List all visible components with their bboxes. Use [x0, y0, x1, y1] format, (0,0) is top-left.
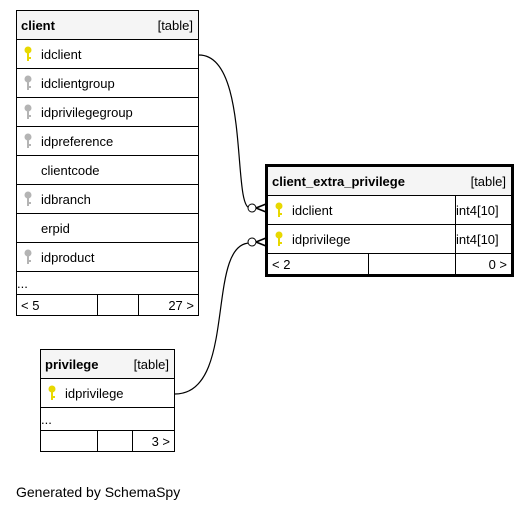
relationship-client-to-extra: [198, 54, 251, 209]
table-row[interactable]: idprivilege: [40, 378, 175, 408]
table-footer: < 5 27 >: [16, 294, 199, 316]
column-name: idprivilegegroup: [41, 104, 133, 120]
table-name: privilege: [40, 349, 133, 379]
foreign-key-icon: [17, 75, 39, 91]
zero-marker-icon: [247, 237, 257, 247]
column-name: idbranch: [41, 191, 91, 207]
column-name: idproduct: [41, 249, 95, 265]
parent-count[interactable]: < 5: [16, 294, 98, 316]
primary-key-icon: [268, 202, 290, 218]
primary-key-icon: [268, 231, 290, 247]
table-row[interactable]: idprivilege int4[10]: [266, 224, 513, 254]
child-count[interactable]: 3 >: [132, 430, 175, 452]
more-columns-ellipsis[interactable]: ...: [40, 407, 175, 431]
table-privilege[interactable]: privilege [table] idprivilege ... 3 >: [40, 349, 175, 452]
column-name: erpid: [41, 220, 70, 236]
table-type-label: [table]: [138, 10, 199, 40]
table-name: client: [16, 10, 139, 40]
table-row[interactable]: idclientgroup: [16, 68, 199, 98]
table-row[interactable]: idbranch: [16, 184, 199, 214]
column-type: int4[10]: [455, 195, 513, 225]
column-name: idclient: [292, 202, 333, 218]
table-row[interactable]: clientcode: [16, 155, 199, 185]
column-name: idclientgroup: [41, 75, 115, 91]
foreign-key-icon: [17, 133, 39, 149]
column-name: idprivilege: [65, 385, 124, 401]
crowfoot-icon: [255, 203, 267, 213]
table-header: client_extra_privilege [table]: [266, 165, 513, 196]
primary-key-icon: [17, 46, 39, 62]
crowfoot-icon: [255, 237, 267, 247]
table-type-label: [table]: [132, 349, 175, 379]
column-name: idclient: [41, 46, 82, 62]
table-client-extra-privilege[interactable]: client_extra_privilege [table] idclient …: [265, 164, 514, 277]
more-columns-ellipsis[interactable]: ...: [16, 271, 199, 295]
column-name: clientcode: [41, 162, 100, 178]
parent-count[interactable]: < 2: [266, 253, 369, 276]
generated-by-label: Generated by SchemaSpy: [16, 484, 181, 500]
table-header: client [table]: [16, 10, 199, 40]
table-footer: 3 >: [40, 430, 175, 452]
column-type: int4[10]: [455, 224, 513, 254]
zero-marker-icon: [247, 203, 257, 213]
table-row[interactable]: idclient int4[10]: [266, 195, 513, 225]
column-name: idpreference: [41, 133, 114, 149]
table-client[interactable]: client [table] idclient idclientgroup id…: [16, 10, 199, 316]
table-footer: < 2 0 >: [266, 253, 513, 276]
foreign-key-icon: [17, 104, 39, 120]
table-header: privilege [table]: [40, 349, 175, 379]
table-row[interactable]: idpreference: [16, 126, 199, 156]
foreign-key-icon: [17, 249, 39, 265]
primary-key-icon: [41, 385, 63, 401]
table-row[interactable]: idprivilegegroup: [16, 97, 199, 127]
child-count[interactable]: 27 >: [138, 294, 199, 316]
table-row[interactable]: erpid: [16, 213, 199, 243]
table-name: client_extra_privilege: [266, 165, 456, 196]
child-count[interactable]: 0 >: [455, 253, 513, 276]
column-name: idprivilege: [292, 231, 351, 247]
foreign-key-icon: [17, 191, 39, 207]
table-row[interactable]: idproduct: [16, 242, 199, 272]
parent-count[interactable]: [40, 430, 98, 452]
relationship-privilege-to-extra: [174, 242, 251, 395]
table-row[interactable]: idclient: [16, 39, 199, 69]
table-type-label: [table]: [455, 165, 513, 196]
